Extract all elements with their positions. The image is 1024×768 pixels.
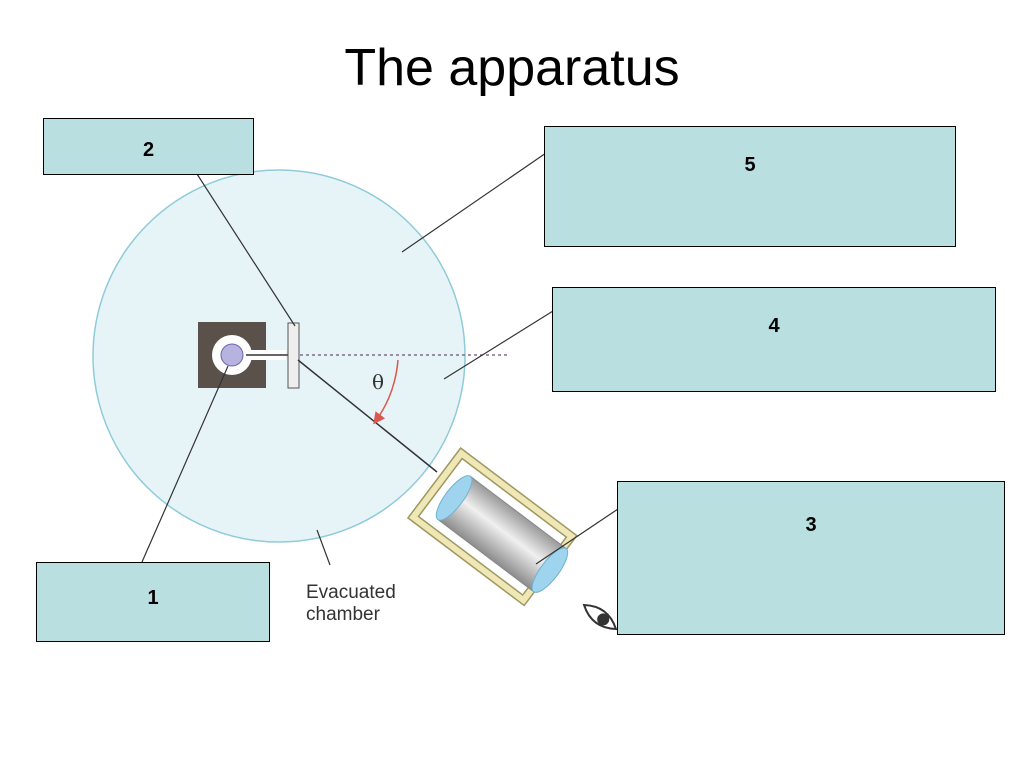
angle-theta-label: θ bbox=[372, 370, 384, 394]
angle-arrow bbox=[373, 359, 399, 425]
eyepiece-lens bbox=[531, 547, 569, 593]
chamber-label: Evacuated chamber bbox=[306, 582, 396, 625]
radioactive-source bbox=[220, 343, 244, 367]
leader-line-chamber bbox=[316, 529, 331, 566]
leader-line-3 bbox=[535, 508, 619, 565]
label-box-4[interactable]: 4 bbox=[552, 287, 996, 392]
slide-title: The apparatus bbox=[344, 39, 680, 97]
leader-line-1 bbox=[141, 365, 229, 563]
gold-foil bbox=[287, 322, 300, 389]
label-box-3[interactable]: 3 bbox=[617, 481, 1005, 635]
label-box-1[interactable]: 1 bbox=[36, 562, 270, 642]
label-box-2[interactable]: 2 bbox=[43, 118, 254, 175]
leader-line-5 bbox=[401, 152, 547, 253]
scattered-path bbox=[297, 359, 438, 473]
fluorescent-screen bbox=[435, 475, 473, 521]
leader-line-2 bbox=[196, 173, 296, 327]
leader-line-4 bbox=[443, 310, 554, 380]
detector bbox=[406, 447, 578, 607]
label-box-5[interactable]: 5 bbox=[544, 126, 956, 247]
eye-icon bbox=[582, 603, 618, 631]
